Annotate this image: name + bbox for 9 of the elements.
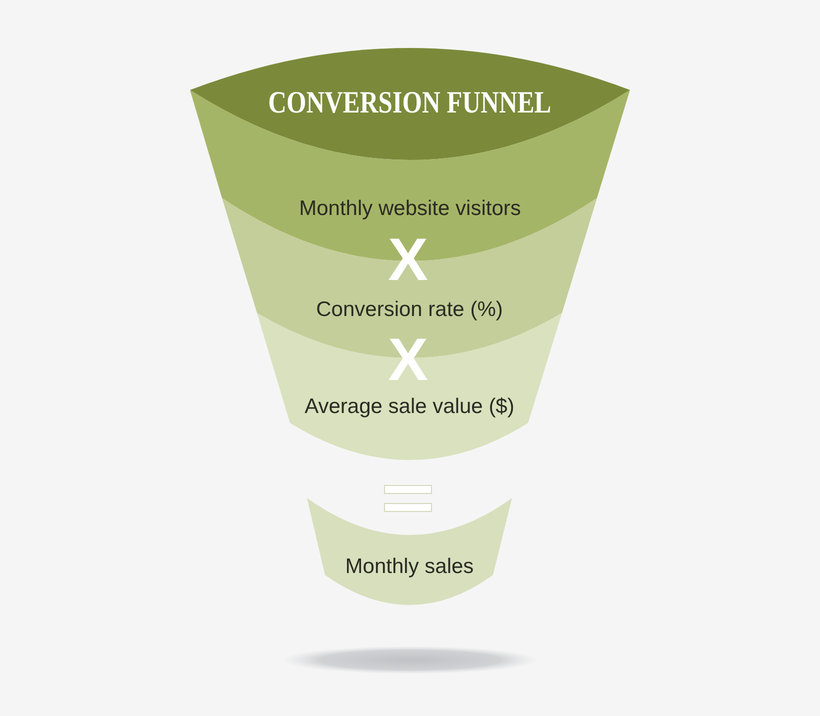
funnel-title: CONVERSION FUNNEL (268, 86, 552, 118)
multiply-sign: X (388, 330, 428, 390)
funnel-top-band (190, 48, 630, 160)
band-label: Conversion rate (%) (316, 296, 503, 323)
result-band (307, 498, 512, 605)
band-label: Average sale value ($) (304, 394, 514, 420)
multiply-sign: X (388, 230, 428, 290)
band-label: Monthly sales (345, 554, 474, 580)
band-label: Monthly website visitors (299, 196, 521, 222)
